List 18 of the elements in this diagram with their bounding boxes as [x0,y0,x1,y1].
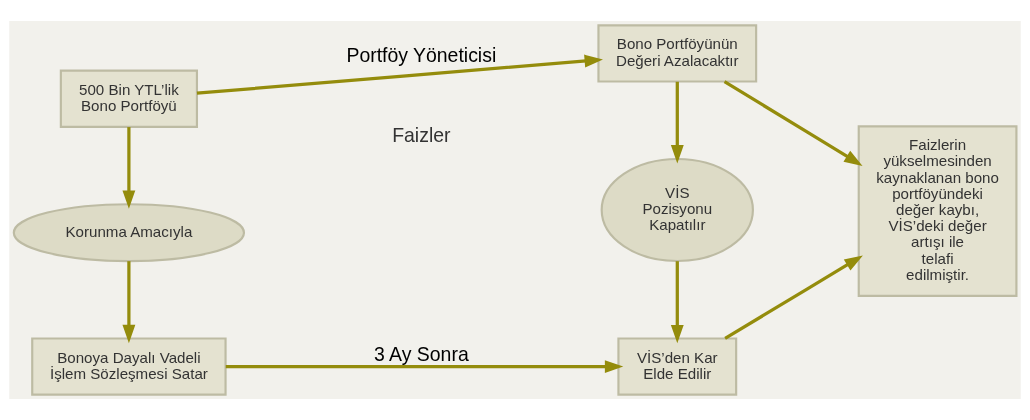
node-box: 500 Bin YTL’lik Bono Portföyü [59,69,198,128]
node-box: Bonoya Dayalı Vadeli İşlem Sözleşmesi Satar [31,337,227,396]
arrow [724,255,863,340]
arrow [122,261,136,344]
edge-label: Portföy Yöneticisi [346,44,497,67]
arrow [723,80,863,166]
node-box: Faizlerin yükselmesinden kaynaklanan bono portföyündeki değer kaybı, VİS’deki değer artışı ile telafi edilmiştir. [857,125,1018,297]
node-box: Bono Portföyünün Değeri Azalacaktır [597,24,758,83]
arrow [122,127,136,209]
node-box: VİS’den Kar Elde Edilir [617,337,738,396]
arrow [225,360,624,374]
node-ellipse: VİS Pozisyonu Kapatılır [600,157,754,263]
label: Faizler [392,124,451,147]
node-ellipse: Korunma Amacıyla [12,203,246,263]
arrow [670,81,684,164]
arrow [196,54,603,95]
edge-label: 3 Ay Sonra [373,342,469,365]
arrow [670,261,684,344]
